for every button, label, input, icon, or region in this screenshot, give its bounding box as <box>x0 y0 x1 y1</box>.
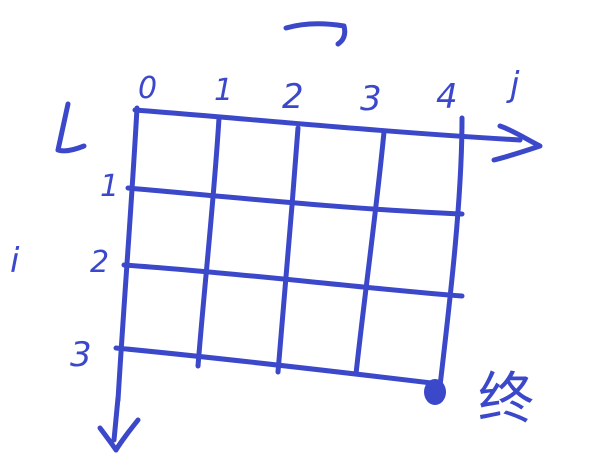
column-labels: 0 1 2 3 4 <box>138 71 458 119</box>
grid-line-col-3 <box>353 129 387 377</box>
column-label: 4 <box>436 77 458 117</box>
row-labels: 1 2 3 <box>70 169 119 375</box>
grid-line-col-4 <box>437 115 465 389</box>
filled-dot-icon <box>424 379 446 405</box>
column-label: 3 <box>360 79 382 119</box>
end-label: 终 <box>478 367 534 432</box>
column-axis-label: j <box>506 65 520 105</box>
column-label: 1 <box>214 73 233 108</box>
right-arrow-icon <box>491 123 543 163</box>
column-label: 0 <box>138 71 157 106</box>
grid-line-row-1 <box>125 185 465 217</box>
grid-line-col-1 <box>195 115 222 369</box>
grid-line-row-2 <box>121 262 465 299</box>
top-direction-arrow <box>283 21 348 47</box>
row-label: 1 <box>100 169 119 204</box>
grid-vertical-lines <box>115 105 465 403</box>
grid-line-col-0 <box>115 105 140 403</box>
left-direction-arrow <box>55 101 87 154</box>
down-arrow-icon <box>97 395 141 453</box>
column-label: 2 <box>282 77 304 117</box>
row-label: 2 <box>90 245 109 280</box>
grid-line-col-2 <box>275 125 301 375</box>
row-label: 3 <box>70 335 92 375</box>
row-axis-label: i <box>10 241 20 281</box>
